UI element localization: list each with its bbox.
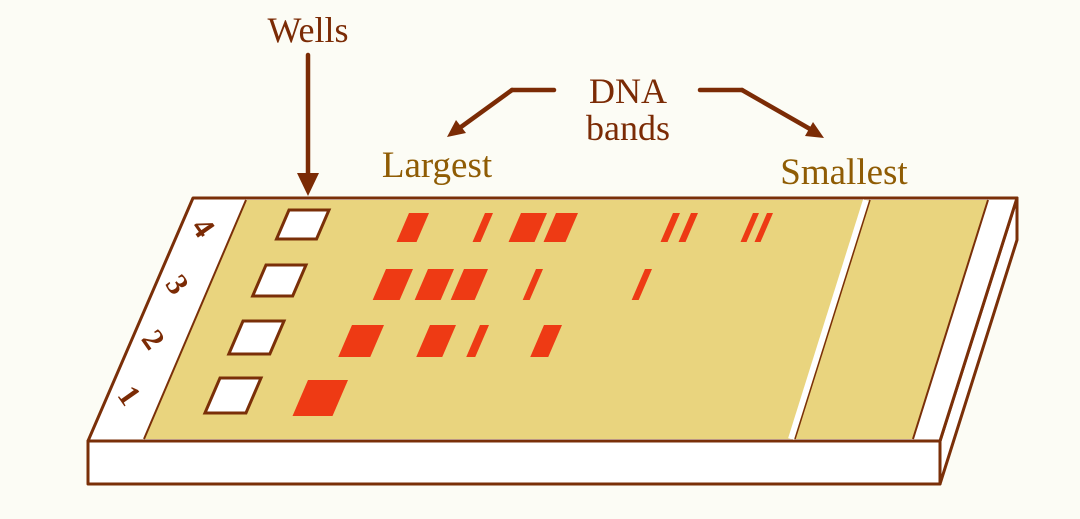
largest-label: Largest — [382, 145, 493, 186]
smallest-label: Smallest — [780, 152, 908, 193]
dna-bands-label-line1: DNA — [589, 71, 667, 111]
gel-right-gap-edge — [794, 199, 871, 440]
bands-group — [292, 213, 773, 416]
dna-band-lane-3 — [414, 269, 454, 300]
largest-arrow-line — [458, 87, 515, 130]
slab-front-face — [86, 439, 942, 486]
dna-band-lane-4 — [754, 213, 773, 242]
dna-band-lane-4 — [396, 213, 429, 242]
dna-band-lane-2 — [338, 325, 384, 357]
wells-label: Wells — [267, 10, 348, 50]
dna-band-lane-4 — [472, 213, 493, 242]
dna-band-lane-3 — [372, 269, 413, 300]
well-lane-1 — [202, 376, 264, 415]
well-lane-3 — [250, 263, 309, 298]
dna-band-lane-3 — [631, 269, 652, 300]
dna-band-lane-4 — [678, 213, 698, 242]
dna-band-lane-4 — [508, 213, 547, 242]
largest-arrow-head-icon — [447, 120, 466, 137]
dna-band-lane-3 — [522, 269, 543, 300]
smallest-arrow-head-icon — [805, 122, 824, 138]
dna-band-lane-1 — [292, 380, 348, 416]
dna-band-lane-2 — [466, 325, 489, 357]
wells-arrow-head-icon — [297, 173, 319, 196]
dna-band-lane-4 — [660, 213, 680, 242]
dna-band-lane-4 — [740, 213, 759, 242]
dna-band-lane-2 — [530, 325, 562, 357]
gel-surface — [144, 200, 988, 439]
wells-group — [202, 208, 332, 415]
gel-left-edge-line — [143, 199, 247, 440]
well-lane-2 — [226, 319, 287, 356]
dna-band-lane-2 — [416, 325, 456, 357]
dna-band-lane-3 — [450, 269, 488, 300]
dna-bands-label-line2: bands — [586, 108, 670, 148]
well-lane-4 — [274, 208, 332, 241]
gel-right-edge-line — [912, 199, 989, 440]
dna-band-lane-4 — [543, 213, 578, 242]
annotations: Wells DNA bands Largest Smallest — [267, 10, 908, 196]
smallest-arrow-line — [739, 87, 813, 132]
gel-right-gap — [788, 199, 869, 440]
